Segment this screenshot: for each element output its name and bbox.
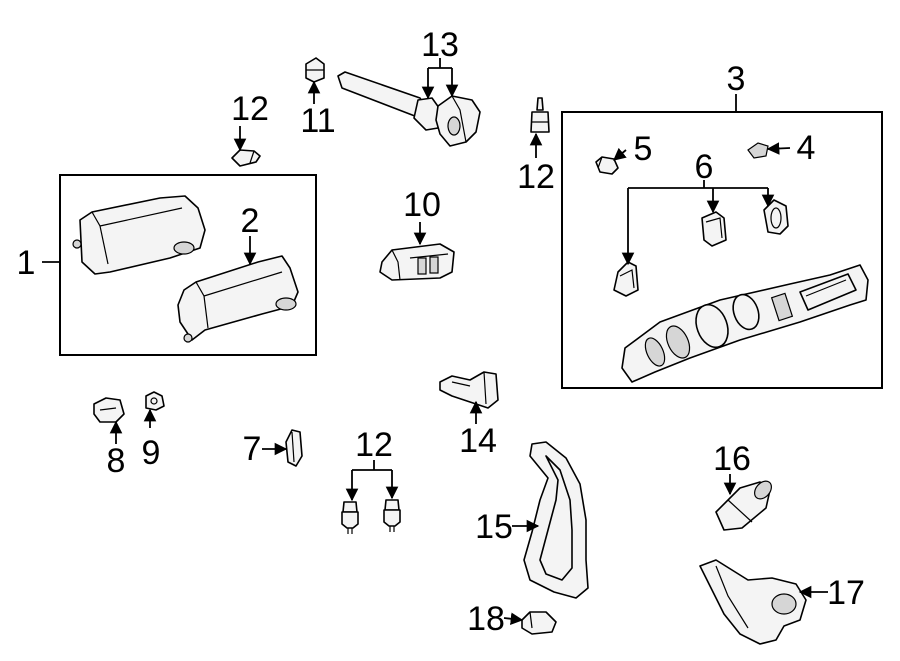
leader-5 [613,147,627,161]
callout-numbers: 1 2 3 4 5 6 7 8 9 10 11 12 12 12 13 14 1… [17,26,865,638]
callout-10: 10 [403,186,441,224]
part-11-socket [305,57,325,83]
part-3-instrument-panel-duct [621,264,869,383]
part-6-vent-a [613,261,639,297]
part-5-bulb [595,156,619,175]
part-6-vent-c [763,199,789,235]
part-6-vent-b [701,211,727,247]
part-17-duct [699,559,807,645]
part-4-clip [747,142,769,159]
callout-1: 1 [17,244,36,282]
callout-6: 6 [695,148,714,186]
callout-13: 13 [421,26,459,64]
part-13-headlamp-switch-stalk [337,71,481,147]
callout-12-pair: 12 [355,426,393,464]
callout-7: 7 [243,430,262,468]
callout-9: 9 [142,434,161,472]
part-16-motor [715,480,772,531]
part-12-bulb-right [530,97,550,133]
part-12-bulb-top [231,149,261,167]
part-9-socket [145,391,165,411]
leader-4 [766,142,791,155]
callout-5: 5 [634,130,653,168]
part-14-bracket [439,371,499,409]
callout-17: 17 [827,574,865,612]
part-18-clip [521,611,557,635]
callout-14: 14 [459,422,497,460]
part-12-bulb-pair-right [383,499,401,532]
part-8-socket [93,397,125,423]
part-15-duct-hose [523,441,589,599]
callout-16: 16 [713,440,751,478]
leader-lines [42,58,828,626]
callout-11: 11 [300,102,335,140]
group-box-left [59,174,317,356]
callout-12-top: 12 [231,90,269,128]
part-12-bulb-pair-left [341,501,359,534]
callout-18: 18 [467,600,505,638]
part-10-switch [379,243,455,281]
callout-4: 4 [797,129,816,167]
part-7-lens [285,429,303,467]
part-2-bezel [177,255,299,343]
group-box-right [561,111,883,389]
leader-18 [503,612,524,626]
callout-3: 3 [727,60,746,98]
part-1-bezel [72,195,206,275]
callout-2: 2 [241,202,260,240]
callout-8: 8 [107,442,126,480]
callout-12-right: 12 [517,158,555,196]
callout-15: 15 [475,508,513,546]
